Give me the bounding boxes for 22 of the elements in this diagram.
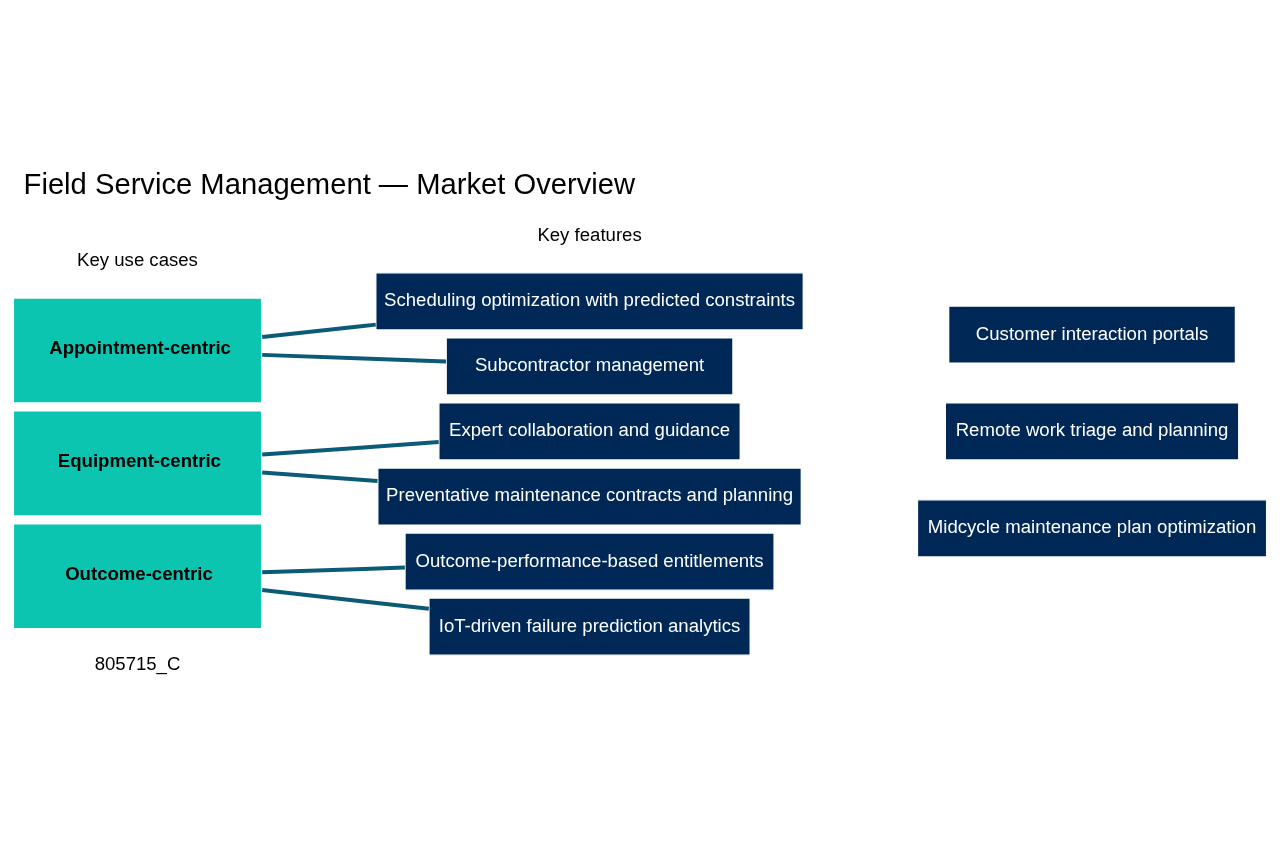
node-box: Remote work triage and planning: [944, 402, 1240, 461]
node-box: Outcome-centric: [12, 523, 263, 630]
connector: [262, 322, 376, 339]
node-box: Midcycle maintenance plan optimization: [916, 499, 1268, 558]
label: Key features: [537, 224, 642, 246]
connector: [262, 440, 439, 457]
node-box: Expert collaboration and guidance: [438, 402, 741, 461]
node-box: Preventative maintenance contracts and planning: [377, 467, 802, 526]
node-box: Outcome-performance-based entitlements: [404, 532, 775, 591]
diagram-title: Field Service Management — Market Overview: [23, 167, 636, 200]
node-box: Subcontractor management: [445, 337, 734, 396]
connector: [262, 352, 447, 364]
label: Key use cases: [77, 249, 198, 271]
node-box: Appointment-centric: [12, 297, 263, 404]
connector: [262, 565, 405, 575]
node-box: IoT-driven failure prediction analytics: [428, 597, 751, 656]
label: 805715_C: [94, 653, 181, 675]
node-box: Customer interaction portals: [948, 305, 1237, 364]
connector: [262, 588, 430, 611]
node-box: Scheduling optimization with predicted constraints: [375, 272, 804, 331]
node-box: Equipment-centric: [12, 410, 263, 517]
connector: [262, 470, 378, 483]
